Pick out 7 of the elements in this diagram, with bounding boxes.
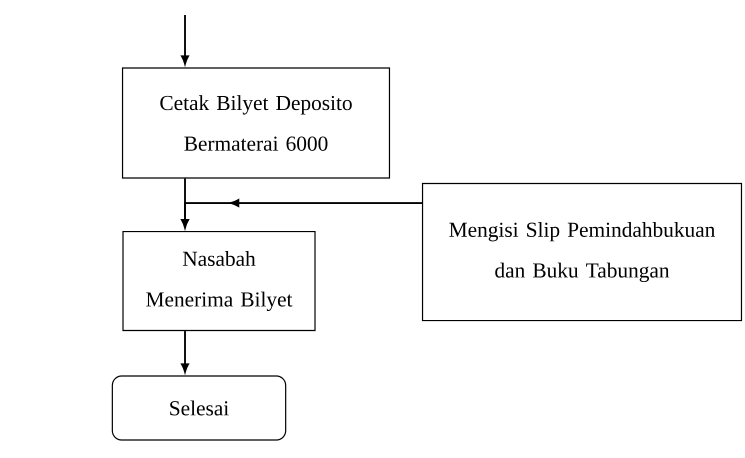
terminal-box: Selesai xyxy=(112,375,286,441)
process-box: Mengisi Slip Pemindahbukuan dan Buku Tabungan xyxy=(422,182,742,322)
process-box: Nasabah Menerima Bilyet xyxy=(122,230,316,332)
arrow xyxy=(181,331,189,373)
arrow xyxy=(181,199,422,228)
arrow xyxy=(181,15,189,65)
process-box: Cetak Bilyet Deposito Bermaterai 6000 xyxy=(122,67,390,179)
